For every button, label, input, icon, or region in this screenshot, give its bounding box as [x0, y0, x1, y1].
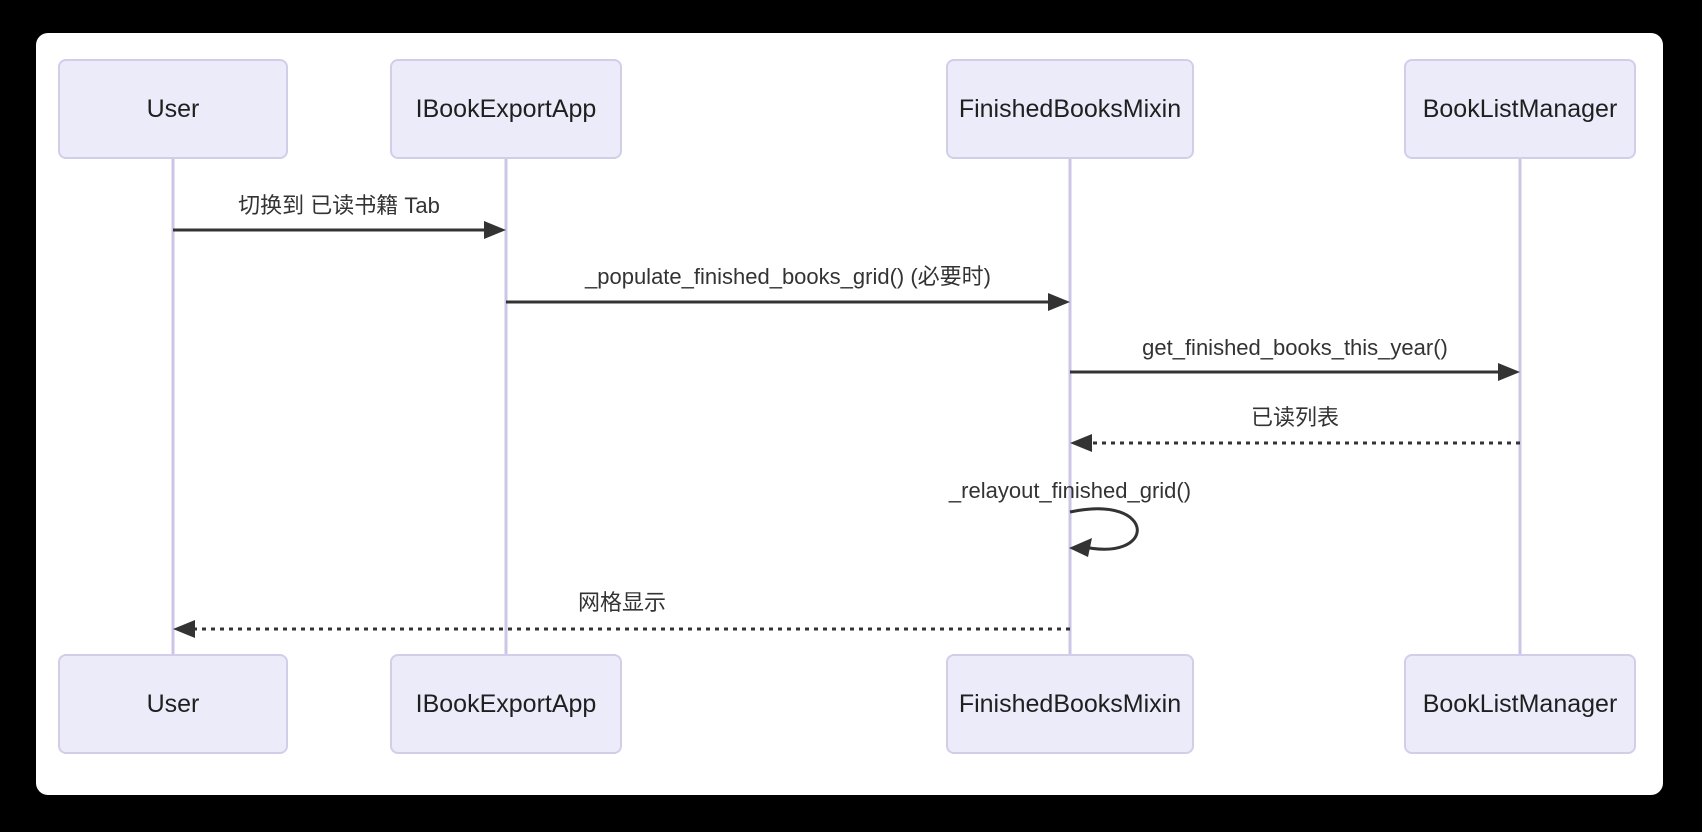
message-4-arrowhead: [1070, 434, 1092, 452]
actor-box-finishedbooksmixin-bottom: FinishedBooksMixin: [946, 654, 1194, 754]
message-3-arrowhead: [1498, 363, 1520, 381]
message-5-label: _relayout_finished_grid(): [948, 478, 1192, 503]
actor-label: FinishedBooksMixin: [958, 94, 1182, 123]
message-4-label: 已读列表: [1250, 405, 1340, 430]
message-5-self-loop: [1069, 507, 1139, 551]
actor-box-finishedbooksmixin-top: FinishedBooksMixin: [946, 59, 1194, 159]
actor-label: BookListManager: [1422, 689, 1618, 718]
message-3-label: get_finished_books_this_year(): [1142, 335, 1448, 360]
actor-box-booklistmanager-top: BookListManager: [1404, 59, 1636, 159]
actor-box-user-bottom: User: [58, 654, 288, 754]
message-1-arrowhead: [484, 221, 506, 239]
actor-box-ibookexportapp-bottom: IBookExportApp: [390, 654, 622, 754]
diagram-lines-layer: > FinishedBooksMixin (dashed return) -->…: [171, 159, 1522, 654]
actor-box-ibookexportapp-top: IBookExportApp: [390, 59, 622, 159]
message-5-arrowhead: [1069, 538, 1092, 557]
actor-label: IBookExportApp: [415, 94, 597, 123]
actor-box-user-top: User: [58, 59, 288, 159]
message-2-arrowhead: [1048, 293, 1070, 311]
actor-label: User: [146, 689, 200, 718]
actor-label: User: [146, 94, 200, 123]
actor-label: IBookExportApp: [415, 689, 597, 718]
message-1-label: 切换到 已读书籍 Tab: [238, 193, 440, 218]
message-6-arrowhead: [173, 620, 195, 638]
actor-box-booklistmanager-bottom: BookListManager: [1404, 654, 1636, 754]
actor-label: FinishedBooksMixin: [958, 689, 1182, 718]
diagram-canvas: > FinishedBooksMixin (dashed return) -->…: [36, 33, 1663, 795]
actor-label: BookListManager: [1422, 94, 1618, 123]
message-6-label: 网格显示: [577, 590, 667, 615]
message-2-label: _populate_finished_books_grid() (必要时): [585, 264, 991, 289]
